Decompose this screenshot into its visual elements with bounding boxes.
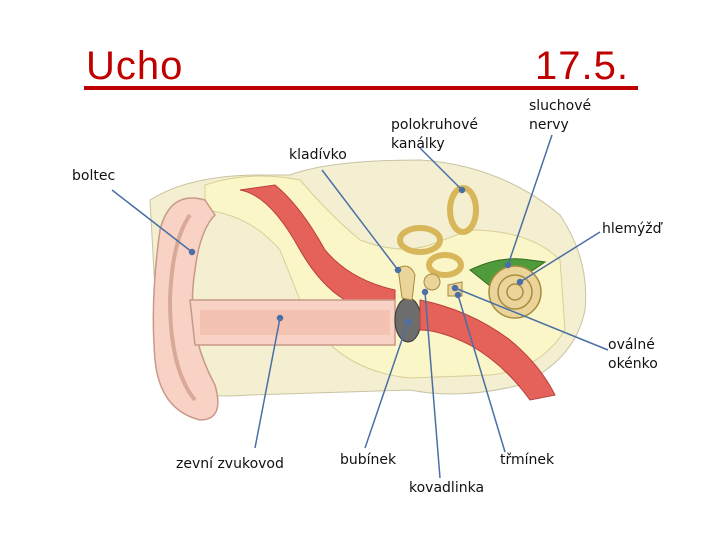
label-boltec: boltec — [72, 168, 116, 184]
label-ovalne: oválné okénko — [608, 337, 658, 372]
eustachian-tube — [419, 299, 556, 401]
label-trminek: třmínek — [500, 452, 555, 468]
label-kladivko: kladívko — [289, 147, 347, 163]
leader-zvukovod — [254, 317, 281, 449]
leader-hlemyzd — [519, 231, 601, 283]
label-polokruhove: polokruhové kanálky — [391, 117, 478, 152]
label-zvukovod: zevní zvukovod — [176, 456, 284, 472]
auricle-fold — [167, 213, 197, 402]
leader-trminek — [457, 294, 506, 453]
page-title: Ucho — [86, 44, 184, 88]
semicircular-canal-3 — [426, 252, 464, 278]
incus-shape — [423, 273, 441, 291]
malleus-shape — [397, 265, 416, 301]
ear-canal-inner — [200, 310, 390, 335]
page-number: 17.5. — [535, 44, 629, 88]
label-sluchove: sluchové nervy — [529, 98, 592, 133]
title-underline — [84, 86, 638, 90]
leader-sluchove — [507, 134, 553, 266]
leader-ovalne — [454, 287, 609, 351]
leader-boltec — [111, 189, 193, 253]
semicircular-canal-2 — [397, 225, 443, 255]
leader-kovadlinka — [424, 291, 441, 479]
auricle — [152, 197, 219, 421]
leader-kladivko — [321, 169, 399, 271]
leader-bubinek — [364, 321, 409, 449]
label-hlemyzd: hlemýžď — [602, 221, 662, 237]
muscle-band — [239, 184, 396, 306]
leader-polokruhove — [419, 147, 463, 191]
cochlea-shape — [488, 265, 542, 319]
label-bubinek: bubínek — [340, 452, 397, 468]
label-kovadlinka: kovadlinka — [409, 480, 485, 496]
